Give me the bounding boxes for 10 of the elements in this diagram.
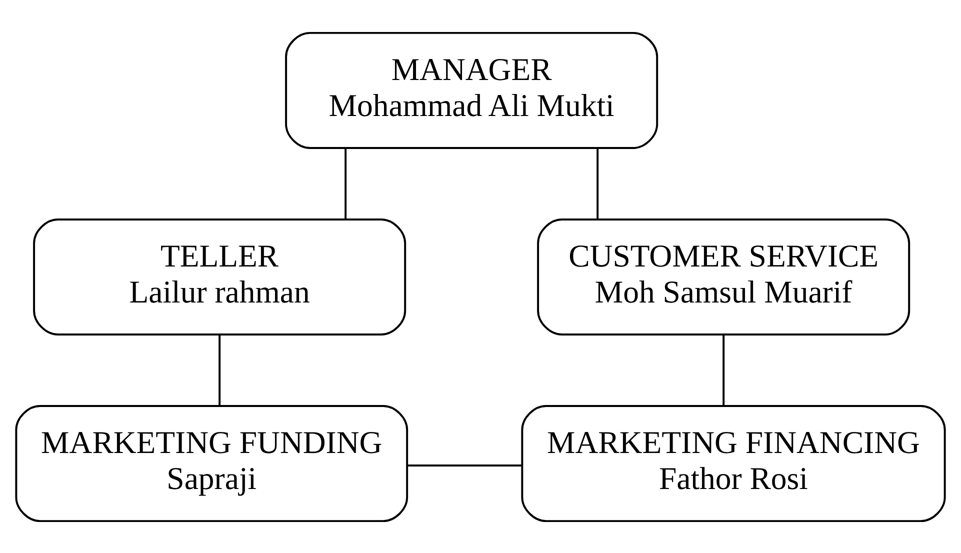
connector bbox=[344, 148, 347, 219]
node-box: MARKETING FUNDING Sapraji bbox=[15, 404, 408, 522]
connector bbox=[407, 464, 522, 466]
connector bbox=[722, 334, 725, 406]
node-box: CUSTOMER SERVICE Moh Samsul Muarif bbox=[537, 218, 910, 336]
node-box: MARKETING FINANCING Fathor Rosi bbox=[521, 404, 946, 522]
node-box: MANAGER Mohammad Ali Mukti bbox=[285, 31, 658, 149]
connector bbox=[218, 334, 221, 406]
node-box: TELLER Lailur rahman bbox=[33, 218, 406, 336]
connector bbox=[596, 148, 599, 219]
